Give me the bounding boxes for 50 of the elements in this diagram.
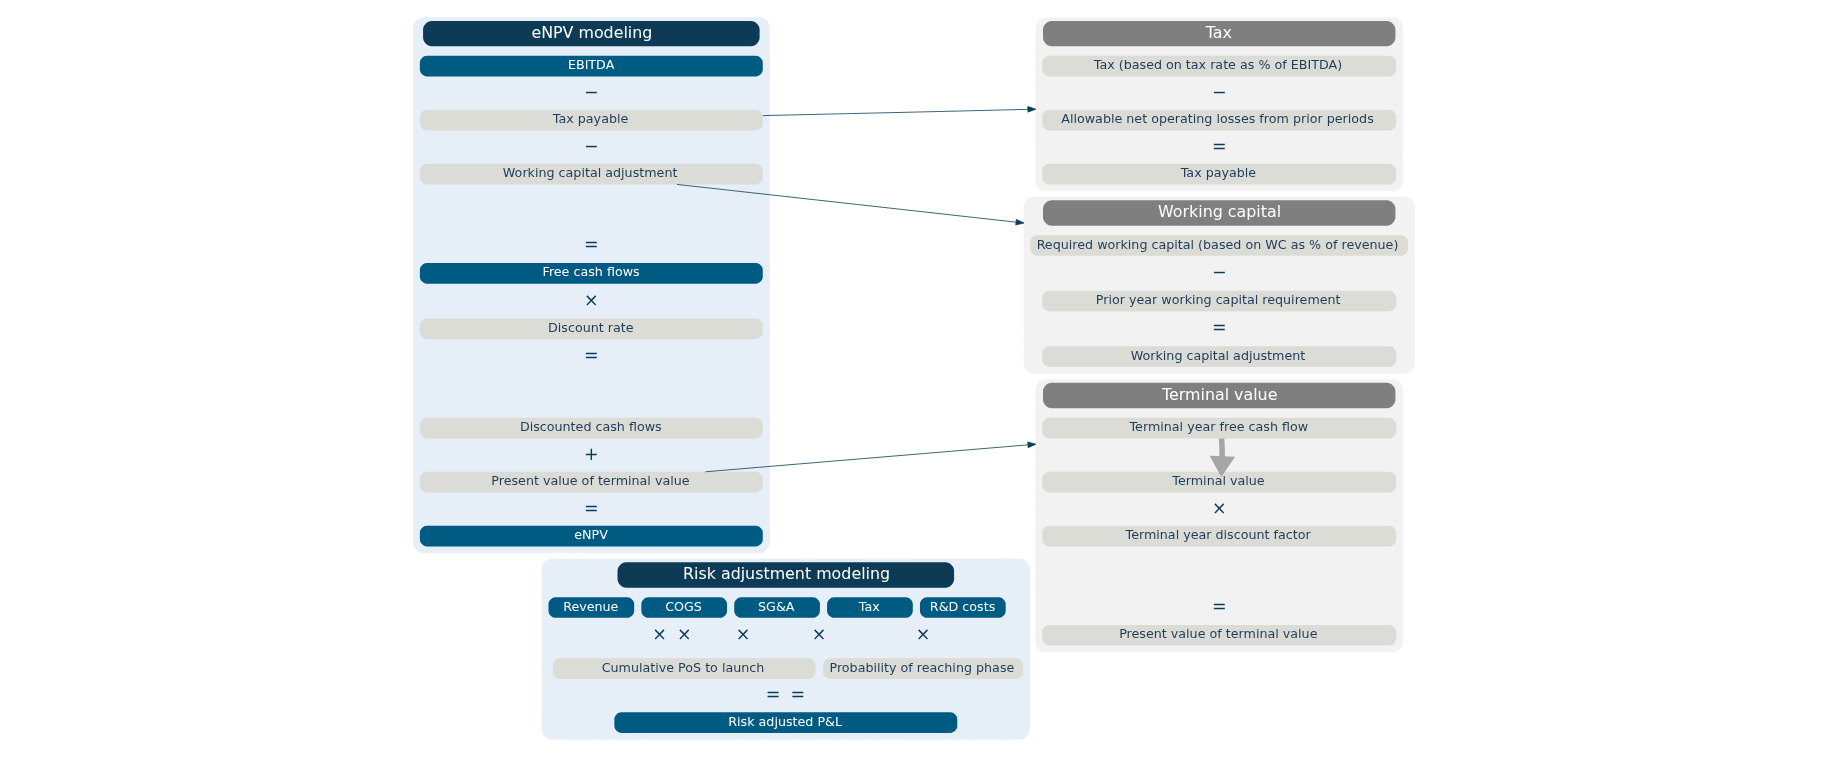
node-box: Free cash flows: [419, 263, 763, 284]
node-box: Probability of reaching phase: [822, 658, 1023, 679]
arrow: [676, 184, 1024, 226]
node-box: Working capital adjustment: [1041, 346, 1396, 367]
node-box: Terminal year discount factor: [1041, 525, 1396, 547]
label: ×: [735, 623, 750, 644]
node-box: Tax payable: [1041, 163, 1396, 185]
label: =: [583, 345, 599, 366]
node-box: Allowable net operating losses from prior periods: [1041, 109, 1396, 131]
label: =: [1211, 135, 1227, 156]
node-box: SG&A: [733, 597, 820, 618]
label: ×: [676, 623, 692, 644]
node-box: Revenue: [547, 597, 634, 618]
label: −: [583, 135, 599, 156]
arrow: [704, 441, 1036, 473]
arrow: [1209, 438, 1235, 478]
node-box: Prior year working capital requirement: [1041, 290, 1396, 312]
node-box: Tax payable: [419, 109, 763, 131]
node-box: Cumulative PoS to launch: [552, 658, 816, 679]
label: −: [1211, 261, 1227, 282]
label: ×: [811, 623, 826, 644]
label: =: [765, 684, 780, 705]
node-box: Working capital adjustment: [419, 163, 763, 185]
arrow: [762, 106, 1036, 116]
node-box: Discounted cash flows: [419, 417, 763, 439]
label: −: [583, 81, 599, 102]
label: ×: [1211, 497, 1227, 518]
node-box: Present value of terminal value: [1041, 624, 1396, 646]
node-box: EBITDA: [419, 55, 763, 77]
node-box: Discount rate: [419, 318, 763, 340]
node-box: Terminal value: [1041, 471, 1396, 493]
node-box: Risk adjusted P&L: [613, 712, 957, 733]
label: ×: [583, 289, 599, 310]
label: =: [583, 233, 599, 254]
node-box: Terminal year free cash flow: [1041, 417, 1396, 439]
node-box: Required working capital (based on WC as % of revenue): [1029, 235, 1408, 256]
node-box: Tax (based on tax rate as % of EBITDA): [1041, 55, 1396, 77]
node-box: COGS: [640, 597, 727, 618]
label: =: [789, 684, 805, 705]
node-box: Present value of terminal value: [419, 471, 763, 493]
node-box: eNPV: [419, 525, 763, 547]
label: =: [583, 497, 599, 518]
label: ×: [651, 623, 667, 644]
label: +: [583, 443, 599, 464]
label: =: [1211, 595, 1227, 616]
node-box: Tax: [826, 597, 913, 618]
label: −: [1211, 81, 1227, 102]
label: ×: [915, 623, 930, 644]
node-box: R&D costs: [919, 597, 1006, 618]
label: =: [1211, 317, 1227, 338]
